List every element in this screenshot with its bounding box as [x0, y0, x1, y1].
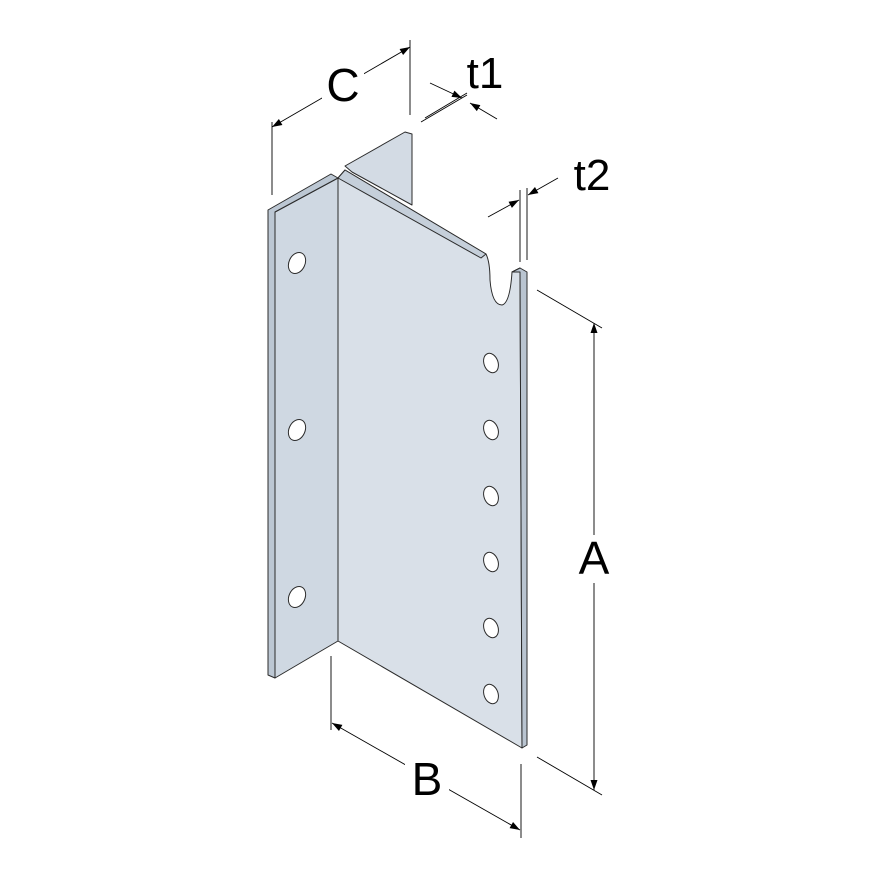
- hole: [483, 419, 499, 441]
- hole: [483, 683, 499, 705]
- hole: [483, 551, 499, 573]
- label-t1: t1: [467, 49, 504, 98]
- dimension-lines: [271, 40, 603, 838]
- label-c: C: [326, 59, 359, 111]
- hole: [483, 617, 499, 639]
- main-face-top-edge: [337, 169, 487, 259]
- label-a: A: [579, 532, 610, 584]
- hole: [287, 251, 307, 275]
- dimension-t2-arrow-b: [527, 177, 559, 196]
- dimension-labels: C t1 t2 A B: [322, 49, 610, 805]
- main-face-right-edge: [511, 267, 528, 749]
- back-flange: [344, 131, 413, 206]
- hole: [287, 418, 307, 442]
- hole: [483, 485, 499, 507]
- label-t2: t2: [574, 151, 611, 200]
- hole: [483, 352, 499, 374]
- left-flange-edge: [267, 173, 339, 679]
- main-face: [337, 169, 523, 749]
- left-flange: [274, 177, 339, 679]
- hole: [287, 585, 307, 609]
- bracket-part: [267, 131, 528, 749]
- dimension-t1-arrow-b: [469, 102, 498, 120]
- holes: [287, 251, 499, 705]
- label-b: B: [412, 753, 443, 805]
- dimension-t1-arrow-a: [429, 82, 463, 99]
- dimension-t2-arrow-a: [487, 199, 520, 218]
